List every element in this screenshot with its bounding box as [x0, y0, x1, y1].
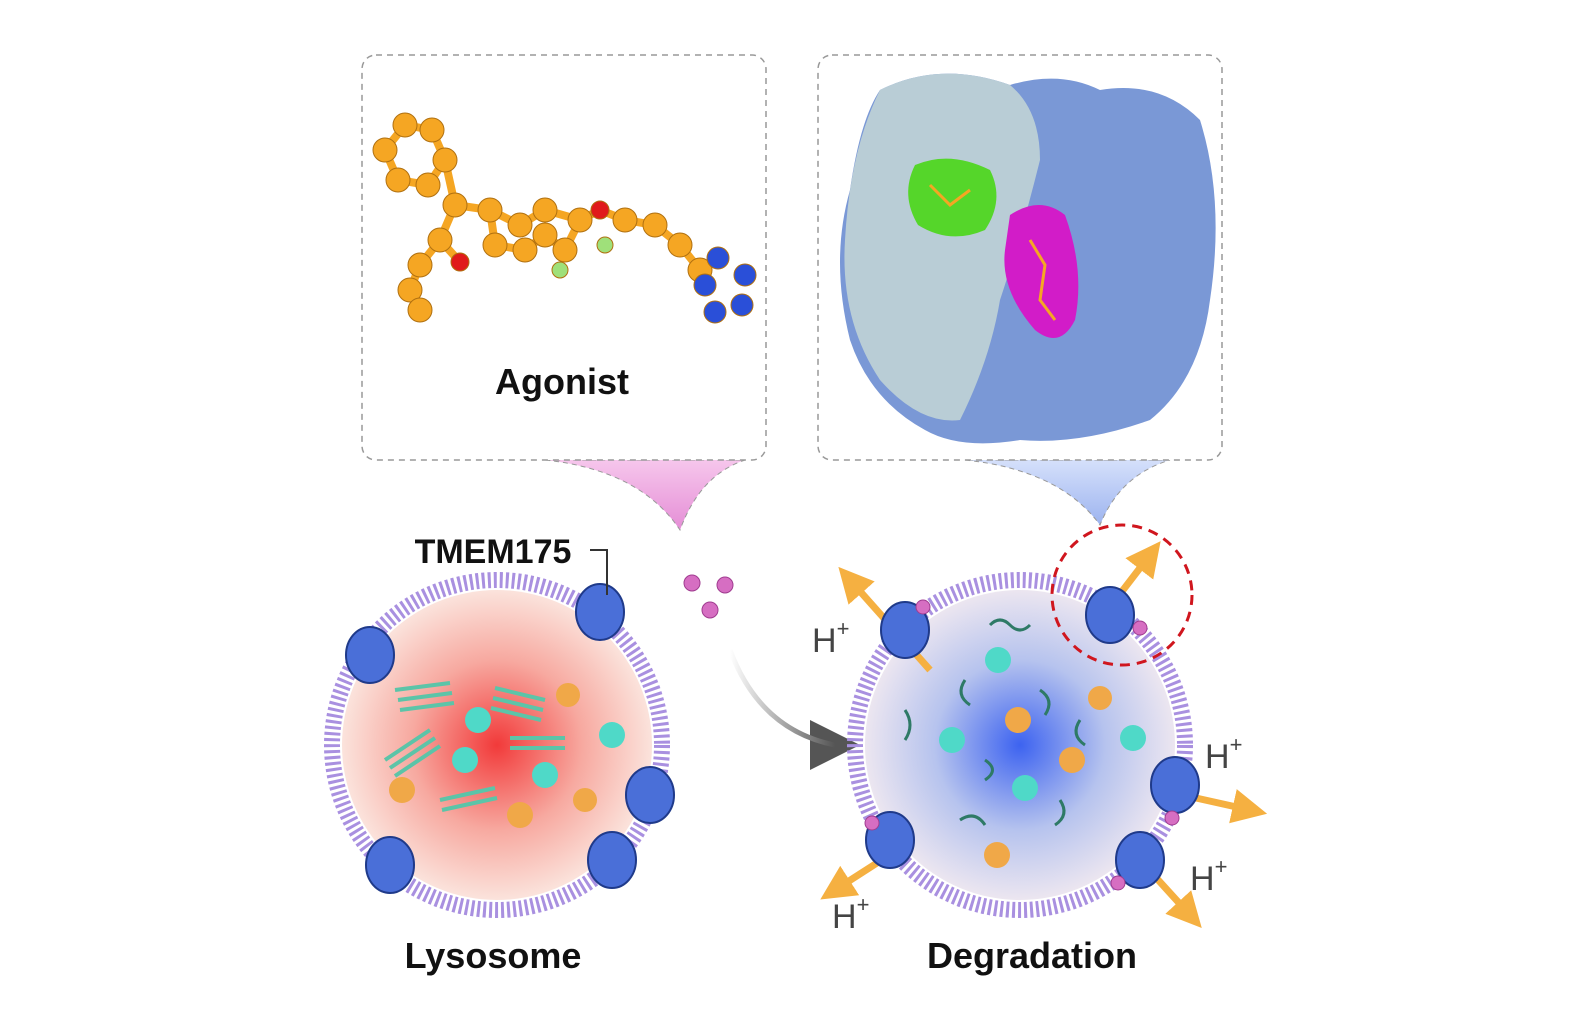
- proton-label: H+: [1190, 854, 1227, 898]
- magenta-binding-pocket: [1004, 205, 1079, 338]
- green-binding-pocket: [908, 158, 997, 237]
- agonist-callout-pointer: [544, 459, 746, 532]
- degradation-label: Degradation: [927, 935, 1137, 976]
- agonist-molecules-dots: [683, 574, 734, 619]
- lysosome-label: Lysosome: [405, 935, 582, 976]
- proton-label: H+: [1205, 732, 1242, 776]
- transition-arrow: [685, 649, 860, 770]
- structure-callout-pointer: [964, 459, 1171, 527]
- tmem175-label: TMEM175: [415, 533, 572, 571]
- agonist-molecule: [372, 112, 757, 324]
- proton-label: H+: [832, 892, 869, 936]
- lysosome-degradation: [820, 523, 1268, 928]
- tmem175-channels: [345, 583, 675, 894]
- agonist-label: Agonist: [495, 361, 629, 402]
- tmem175-channels-activated: [865, 586, 1200, 889]
- proton-label: H+: [812, 616, 849, 660]
- tmem175-leader-line: [590, 549, 608, 595]
- tmem175-protein-surface: [840, 73, 1216, 444]
- lysosome-acidic: [324, 549, 675, 918]
- highlight-circle: [1050, 523, 1194, 667]
